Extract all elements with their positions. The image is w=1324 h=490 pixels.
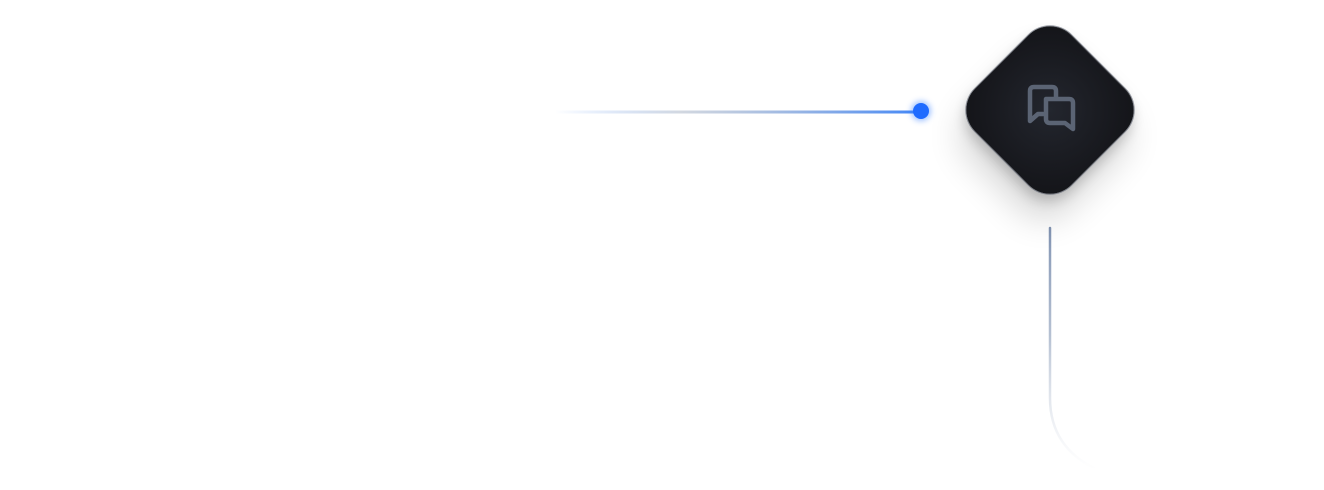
- edge-endpoint-dot[interactable]: [913, 103, 929, 119]
- chat-bubbles-icon: [1014, 74, 1086, 146]
- outgoing-edge[interactable]: [1048, 226, 1100, 472]
- chat-node[interactable]: [953, 13, 1147, 207]
